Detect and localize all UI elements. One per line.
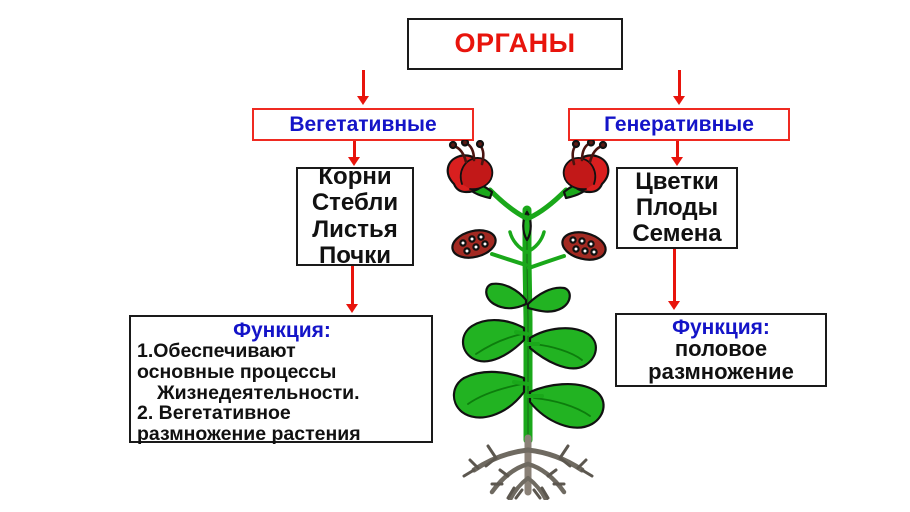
connector-line-to-generative <box>678 70 681 97</box>
function-line: 1.Обеспечивают <box>137 340 296 363</box>
category-box-vegetative: Вегетативные <box>252 108 474 141</box>
function-title: Функция: <box>672 316 770 339</box>
flowering-plant-illustration <box>446 140 610 500</box>
organ-item: Семена <box>632 220 722 248</box>
organ-item: Цветки <box>635 167 719 195</box>
category-box-generative: Генеративные <box>568 108 790 141</box>
organ-item: Почки <box>318 241 391 269</box>
organ-item: Плоды <box>635 193 719 221</box>
connector-line-to-vegetative <box>362 70 365 97</box>
organ-list-vegetative: Корни Стебли Листья Почки <box>296 163 414 269</box>
fruits <box>451 229 607 270</box>
arrowhead-generative-organs <box>671 157 683 166</box>
function-line: основные процессы <box>137 361 337 384</box>
function-line: половое <box>674 336 768 362</box>
roots <box>462 434 594 500</box>
connector-line-generative-organs <box>676 141 679 159</box>
function-line: размножение <box>648 359 794 385</box>
arrowhead-vegetative-organs <box>348 157 360 166</box>
arrowhead-to-vegetative <box>357 96 369 105</box>
function-line: Жизнедеятельности. <box>157 381 360 404</box>
flowers <box>446 140 610 221</box>
title-box-organy: ОРГАНЫ <box>407 18 623 70</box>
function-box-vegetative: Функция: 1.Обеспечивают основные процесс… <box>129 315 433 446</box>
title-box-label: ОРГАНЫ <box>454 28 576 59</box>
arrowhead-generative-function <box>668 301 680 310</box>
arrowhead-to-generative <box>673 96 685 105</box>
function-title: Функция: <box>233 319 331 342</box>
arrowhead-vegetative-function <box>346 304 358 313</box>
organ-item: Листья <box>312 215 398 243</box>
connector-line-vegetative-function <box>351 266 354 306</box>
function-line: размножение растения <box>137 423 361 446</box>
connector-line-vegetative-organs <box>353 141 356 159</box>
category-label-generative: Генеративные <box>604 112 754 136</box>
function-line: 2. Вегетативное <box>137 402 291 425</box>
organ-item: Стебли <box>311 189 399 217</box>
connector-line-generative-function <box>673 249 676 303</box>
organ-list-generative: Цветки Плоды Семена <box>616 167 738 249</box>
category-label-vegetative: Вегетативные <box>289 112 437 136</box>
organ-item: Корни <box>318 163 392 191</box>
leaves <box>452 282 605 429</box>
function-box-generative: Функция: половое размножение <box>615 313 827 387</box>
